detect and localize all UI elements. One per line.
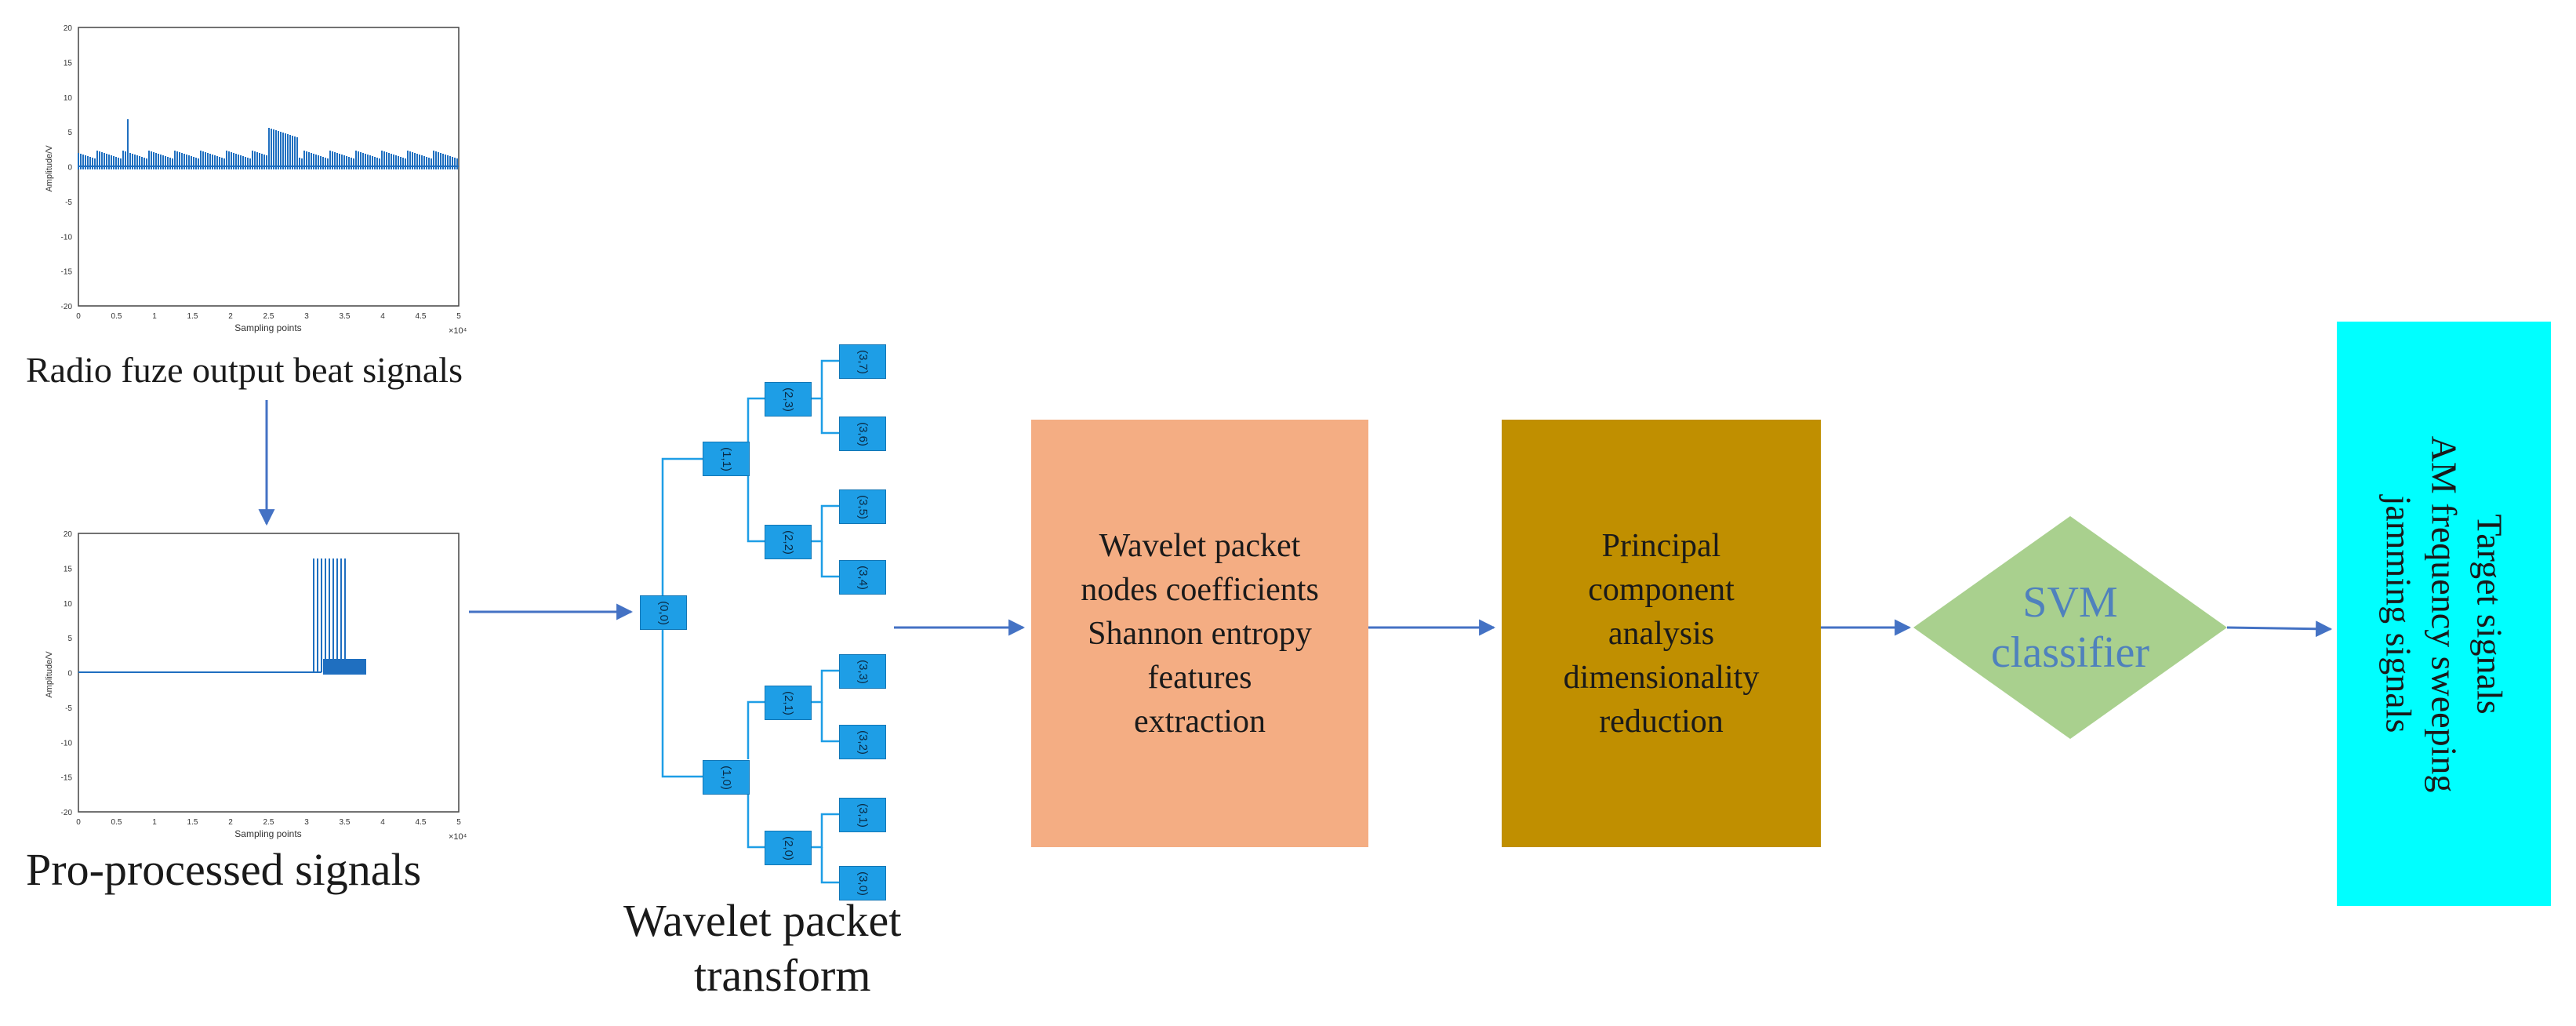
plot-bottom-xlabel: Sampling points (234, 828, 301, 839)
y-tick-label: 5 (67, 635, 72, 643)
x-tick-label: 2.5 (263, 312, 274, 321)
feature-line-3: Shannon entropy (1088, 615, 1312, 652)
svm-classifier-diamond (1913, 516, 2227, 739)
svm-line-2: classifier (1990, 628, 2150, 677)
plot-top-signal (78, 119, 458, 169)
y-tick-label: -10 (61, 233, 73, 242)
y-tick-label: 10 (64, 94, 73, 103)
plot-top-ylabel: Amplitude/V (45, 145, 54, 192)
wpt-node-3-4: (3,4) (839, 560, 886, 595)
svm-label: SVM classifier (1960, 561, 2180, 694)
wpt-node-1-1: (1,1) (703, 442, 750, 476)
y-tick-label: -10 (61, 739, 73, 748)
y-tick-label: -5 (65, 704, 72, 713)
y-tick-label: -15 (61, 268, 73, 277)
y-tick-label: 15 (64, 565, 73, 573)
y-tick-label: 20 (64, 530, 73, 539)
pca-line-4: dimensionality (1563, 659, 1760, 696)
output-line-2: AM frequency sweeping (2424, 435, 2465, 792)
x-tick-label: 4 (380, 312, 385, 321)
caption-radio-fuze-signals: Radio fuze output beat signals (26, 350, 463, 390)
caption-preprocessed-signals: Pro-processed signals (26, 844, 422, 895)
wpt-node-2-0: (2,0) (765, 831, 812, 865)
wpt-node-3-6: (3,6) (839, 417, 886, 451)
y-tick-label: 20 (64, 24, 73, 33)
output-text-group: Target signals AM frequency sweeping jam… (2376, 435, 2512, 792)
x-tick-label: 2 (228, 312, 233, 321)
pca-line-2: component (1588, 571, 1735, 608)
wpt-node-3-5: (3,5) (839, 489, 886, 524)
wpt-node-2-3: (2,3) (765, 382, 812, 417)
x-tick-label: 1.5 (187, 818, 198, 827)
wpt-node-3-7: (3,7) (839, 344, 886, 379)
output-line-1: Target signals (2469, 513, 2510, 715)
y-tick-label: -15 (61, 774, 73, 783)
x-tick-label: 4.5 (416, 818, 427, 827)
output-classes-box: Target signals AM frequency sweeping jam… (2337, 322, 2551, 906)
x-tick-label: 3.5 (340, 312, 351, 321)
x-tick-label: 5 (456, 312, 461, 321)
x-tick-label: 0.5 (111, 818, 122, 827)
caption-wpt-line2: transform (694, 950, 871, 1001)
pca-box: Principal component analysis dimensional… (1502, 420, 1821, 847)
x-tick-label: 0 (76, 312, 81, 321)
pca-line-1: Principal (1601, 527, 1721, 564)
plot-bottom-signal (313, 558, 346, 672)
wpt-node-1-0: (1,0) (703, 760, 750, 795)
y-tick-label: 0 (67, 670, 72, 679)
plot-bottom-ylabel: Amplitude/V (45, 651, 54, 698)
wpt-node-3-2: (3,2) (839, 725, 886, 759)
wpt-node-2-2: (2,2) (765, 525, 812, 559)
y-tick-label: -20 (61, 303, 73, 311)
caption-wpt-line1: Wavelet packet (623, 895, 902, 946)
feature-line-5: extraction (1134, 703, 1266, 740)
x-tick-label: 3 (304, 818, 309, 827)
x-tick-label: 4 (380, 818, 385, 827)
pca-line-5: reduction (1599, 703, 1724, 740)
feature-extraction-box: Wavelet packet nodes coefficients Shanno… (1031, 420, 1368, 847)
wpt-node-3-0: (3,0) (839, 866, 886, 900)
y-tick-label: 0 (67, 164, 72, 173)
x-tick-label: 2.5 (263, 818, 274, 827)
x-tick-label: 5 (456, 818, 461, 827)
x-tick-label: 1 (152, 312, 157, 321)
feature-line-4: features (1147, 659, 1252, 696)
x-tick-label: 3.5 (340, 818, 351, 827)
x-tick-label: 0.5 (111, 312, 122, 321)
wpt-node-2-1: (2,1) (765, 686, 812, 720)
x-tick-label: 2 (228, 818, 233, 827)
x-tick-label: 1 (152, 818, 157, 827)
plot-bottom-burst (323, 659, 366, 675)
y-tick-label: 5 (67, 129, 72, 137)
plot-top-exponent: ×10⁴ (449, 326, 467, 336)
y-tick-label: -5 (65, 198, 72, 207)
wpt-node-0-0: (0,0) (640, 595, 687, 630)
arrow-svm-to-output (2226, 620, 2333, 638)
x-tick-label: 3 (304, 312, 309, 321)
y-tick-label: 10 (64, 600, 73, 609)
y-tick-label: 15 (64, 59, 73, 67)
wpt-node-3-3: (3,3) (839, 654, 886, 689)
output-line-3: jamming signals (2378, 495, 2419, 733)
wpt-node-3-1: (3,1) (839, 798, 886, 832)
y-tick-label: -20 (61, 809, 73, 817)
plot-top-xlabel: Sampling points (234, 322, 301, 333)
plot-bottom-exponent: ×10⁴ (449, 832, 467, 842)
x-tick-label: 1.5 (187, 312, 198, 321)
x-tick-label: 4.5 (416, 312, 427, 321)
pca-line-3: analysis (1608, 615, 1715, 652)
svm-line-1: SVM (2022, 578, 2118, 627)
feature-line-1: Wavelet packet (1099, 527, 1301, 564)
wpt-tree-connectors (661, 359, 839, 884)
feature-line-2: nodes coefficients (1081, 571, 1319, 608)
x-tick-label: 0 (76, 818, 81, 827)
